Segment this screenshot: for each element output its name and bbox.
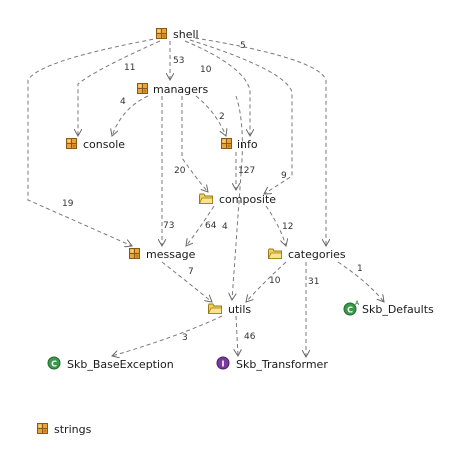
node-info[interactable]: info bbox=[221, 138, 258, 151]
node-label-composite: composite bbox=[219, 193, 276, 206]
node-strings[interactable]: strings bbox=[37, 423, 92, 436]
package-icon bbox=[37, 423, 48, 434]
edge-label-managers-utils: 4 bbox=[222, 222, 228, 232]
edge-label-message-utils: 7 bbox=[188, 267, 194, 277]
node-skb-defaults[interactable]: C A Skb_Defaults bbox=[343, 300, 434, 316]
class-icon: C A bbox=[343, 300, 360, 316]
package-icon bbox=[66, 138, 77, 149]
edge-managers-utils bbox=[232, 95, 243, 300]
class-icon: C bbox=[47, 356, 61, 370]
edge-message-utils bbox=[161, 261, 212, 302]
node-shell[interactable]: shell bbox=[156, 28, 199, 41]
edge-shell-message bbox=[27, 37, 161, 246]
edge-label-managers-info: 2 bbox=[219, 112, 225, 122]
node-categories[interactable]: categories bbox=[268, 248, 346, 261]
package-icon bbox=[221, 138, 232, 149]
edge-shell-categories bbox=[194, 37, 326, 246]
svg-text:C: C bbox=[51, 360, 57, 369]
interface-icon: I bbox=[216, 356, 230, 370]
edge-label-shell-categories: 5 bbox=[240, 41, 246, 51]
node-skb-baseexception[interactable]: C Skb_BaseException bbox=[47, 356, 174, 371]
edge-label-shell-managers: 53 bbox=[173, 56, 184, 66]
edge-label-info-composite: 127 bbox=[238, 166, 255, 176]
edge-shell-composite bbox=[189, 39, 293, 194]
folder-icon bbox=[268, 248, 282, 259]
edge-shell-console bbox=[78, 40, 161, 136]
node-managers[interactable]: managers bbox=[137, 83, 209, 96]
node-label-skb-transformer: Skb_Transformer bbox=[236, 358, 328, 371]
package-icon bbox=[156, 28, 167, 39]
svg-text:A: A bbox=[355, 300, 360, 307]
edge-label-utils-baseexception: 3 bbox=[182, 333, 188, 343]
edge-label-composite-categories: 12 bbox=[282, 222, 293, 232]
node-message[interactable]: message bbox=[129, 248, 196, 261]
node-label-info: info bbox=[237, 138, 258, 151]
edge-label-shell-composite: 9 bbox=[281, 171, 287, 181]
node-label-skb-baseexception: Skb_BaseException bbox=[67, 358, 174, 371]
edge-label-categories-utils: 10 bbox=[269, 276, 281, 286]
edge-managers-console bbox=[112, 95, 149, 136]
svg-text:I: I bbox=[222, 360, 225, 369]
node-label-managers: managers bbox=[153, 83, 208, 96]
node-label-utils: utils bbox=[228, 303, 251, 316]
node-skb-transformer[interactable]: I Skb_Transformer bbox=[216, 356, 328, 371]
node-label-strings: strings bbox=[54, 423, 92, 436]
edge-categories-defaults bbox=[337, 261, 384, 302]
edge-shell-info bbox=[184, 40, 250, 136]
edge-composite-categories bbox=[265, 205, 286, 246]
edge-label-categories-defaults: 1 bbox=[357, 264, 363, 274]
edge-label-shell-console: 11 bbox=[124, 63, 135, 73]
edge-label-composite-message: 64 bbox=[205, 221, 217, 231]
svg-text:C: C bbox=[347, 306, 353, 315]
node-label-console: console bbox=[83, 138, 125, 151]
package-icon bbox=[129, 248, 140, 259]
edge-label-categories-transformer: 31 bbox=[308, 277, 319, 287]
edge-utils-transformer bbox=[236, 315, 238, 356]
edge-label-managers-console: 4 bbox=[120, 97, 126, 107]
node-utils[interactable]: utils bbox=[208, 303, 252, 316]
node-composite[interactable]: composite bbox=[199, 193, 277, 206]
edge-label-utils-transformer: 46 bbox=[244, 332, 256, 342]
folder-icon bbox=[199, 193, 213, 204]
package-icon bbox=[137, 83, 148, 94]
node-label-skb-defaults: Skb_Defaults bbox=[362, 303, 434, 316]
edge-categories-utils bbox=[246, 261, 287, 302]
node-label-shell: shell bbox=[173, 28, 199, 41]
edge-label-managers-composite: 20 bbox=[174, 166, 186, 176]
node-label-message: message bbox=[146, 248, 196, 261]
edge-label-shell-message: 19 bbox=[62, 199, 74, 209]
node-console[interactable]: console bbox=[66, 138, 126, 151]
edge-composite-message bbox=[186, 205, 215, 246]
folder-icon bbox=[208, 303, 222, 314]
node-label-categories: categories bbox=[288, 248, 346, 261]
edge-label-shell-info: 10 bbox=[200, 65, 212, 75]
edge-label-managers-message: 73 bbox=[163, 221, 174, 231]
edge-managers-composite bbox=[181, 96, 208, 192]
edge-utils-baseexception bbox=[112, 315, 223, 356]
